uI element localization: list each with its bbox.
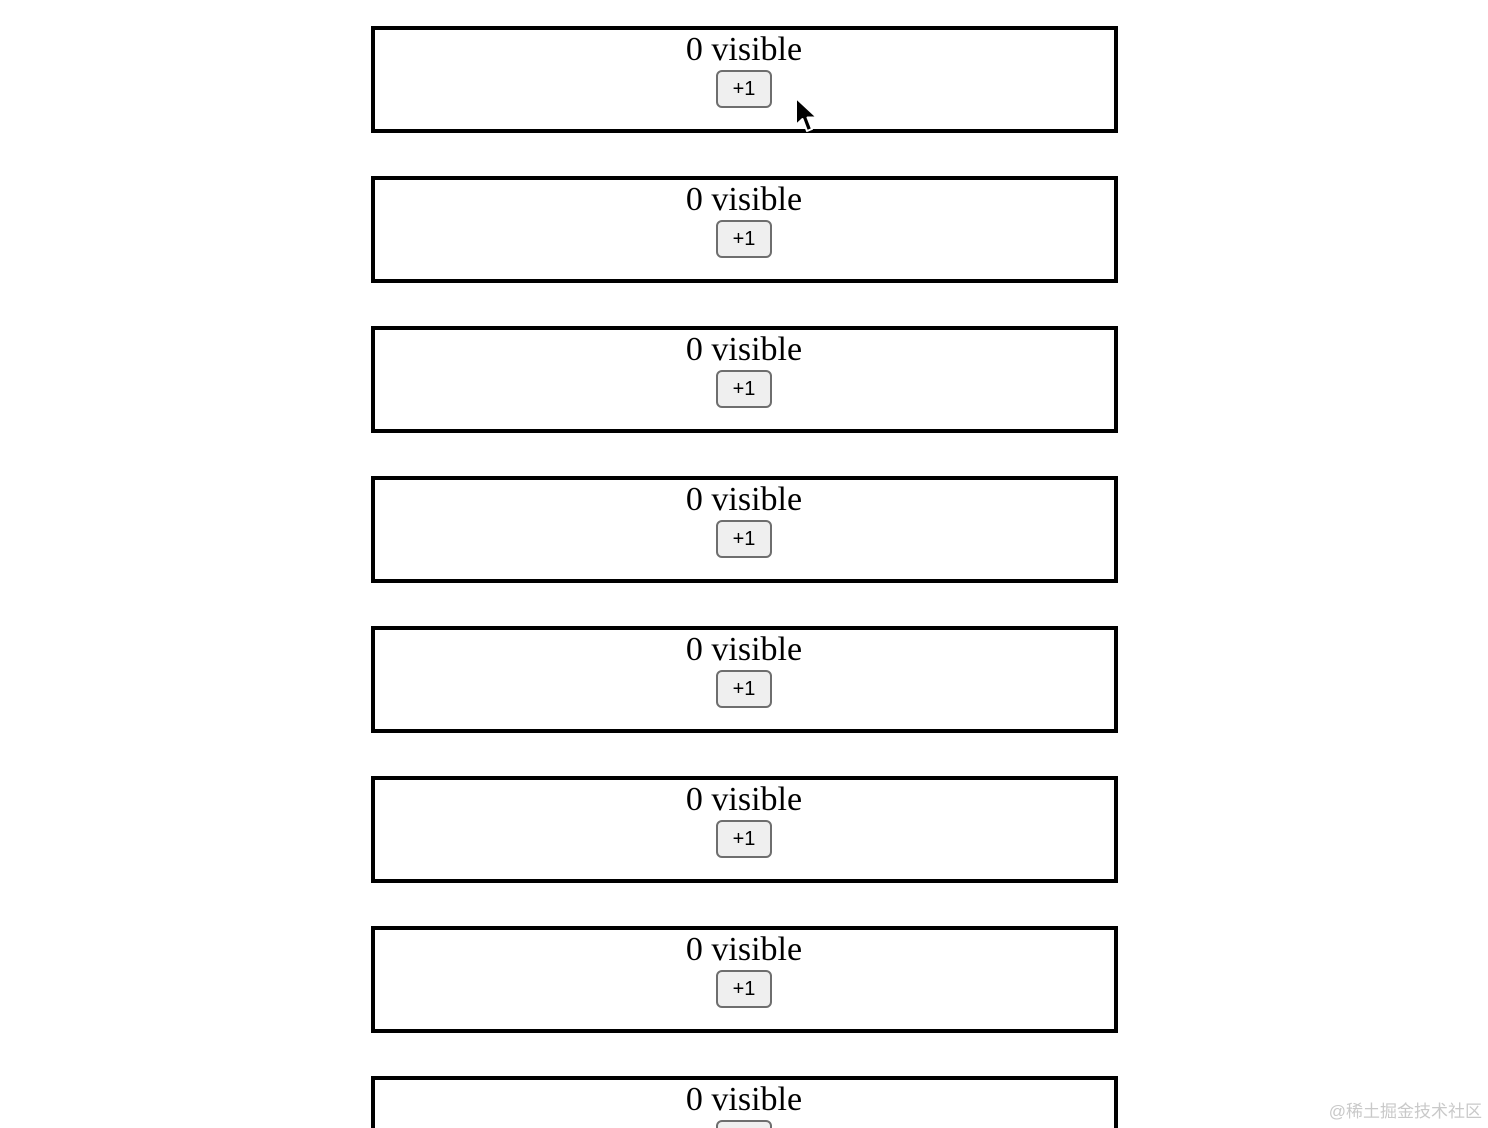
visible-count-label: 0 visible [685,181,803,218]
visibility-box: 0 visible +1 [370,26,1118,133]
increment-button[interactable]: +1 [715,370,773,408]
visibility-box: 0 visible +1 [370,776,1118,883]
visible-count-label: 0 visible [685,331,803,368]
visibility-box: 0 visible +1 [370,926,1118,1033]
increment-button[interactable]: +1 [715,820,773,858]
visible-count-label: 0 visible [685,931,803,968]
visibility-box: 0 visible +1 [370,476,1118,583]
increment-button[interactable]: +1 [715,220,773,258]
visible-count-label: 0 visible [685,31,803,68]
increment-button[interactable]: +1 [715,970,773,1008]
visibility-box: 0 visible +1 [370,1076,1118,1128]
visibility-box: 0 visible +1 [370,326,1118,433]
visibility-box: 0 visible +1 [370,626,1118,733]
visible-count-label: 0 visible [685,481,803,518]
visibility-box: 0 visible +1 [370,176,1118,283]
increment-button[interactable]: +1 [715,670,773,708]
watermark: @稀土掘金技术社区 [1328,1102,1482,1121]
increment-button[interactable]: +1 [715,1120,773,1128]
increment-button[interactable]: +1 [715,70,773,108]
visible-count-label: 0 visible [685,631,803,668]
visible-count-label: 0 visible [685,781,803,818]
visible-count-label: 0 visible [685,1081,803,1118]
increment-button[interactable]: +1 [715,520,773,558]
